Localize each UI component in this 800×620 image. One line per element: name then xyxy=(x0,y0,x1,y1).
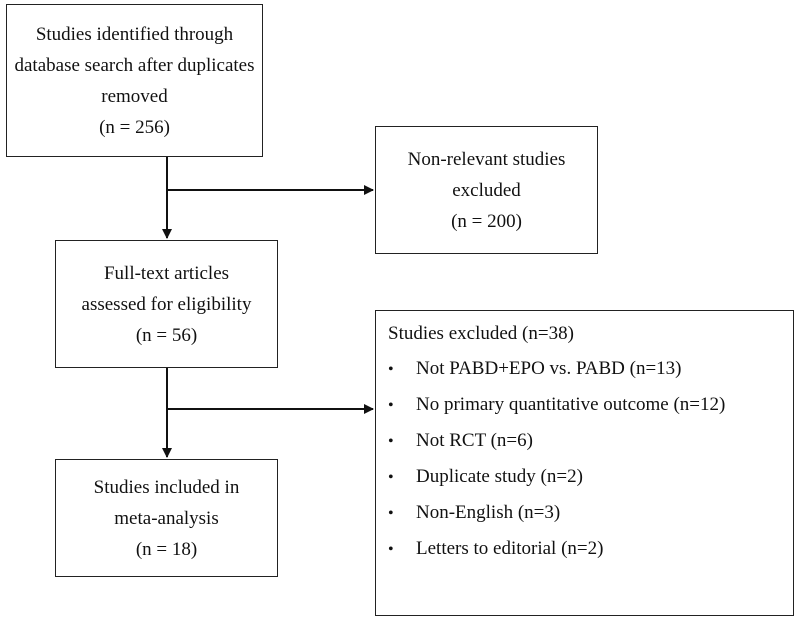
bullet-icon: • xyxy=(388,505,394,522)
exclusion-reason-text: Not RCT (n=6) xyxy=(416,430,533,451)
identified-line-1: Studies identified through xyxy=(35,23,234,45)
included-line-1: Studies included in xyxy=(93,476,240,498)
exclusion-reasons-list: • Not PABD+EPO vs. PABD (n=13) • No primar… xyxy=(388,355,725,571)
fulltext-line-1: Full-text articles xyxy=(103,262,230,284)
exclusion-reason-item: • Not RCT (n=6) xyxy=(388,427,725,456)
exclusion-reason-text: Non-English (n=3) xyxy=(416,502,561,523)
identified-studies-box: Studies identified through database sear… xyxy=(6,4,263,157)
excluded-title: Studies excluded (n=38) xyxy=(388,323,574,344)
fulltext-count: (n = 56) xyxy=(135,324,198,346)
exclusion-reason-item: • Duplicate study (n=2) xyxy=(388,463,725,492)
exclusion-reason-text: Not PABD+EPO vs. PABD (n=13) xyxy=(416,358,682,379)
nonrelevant-line-1: Non-relevant studies xyxy=(407,148,566,170)
bullet-icon: • xyxy=(388,397,394,414)
exclusion-reason-text: No primary quantitative outcome (n=12) xyxy=(416,394,726,415)
nonrelevant-excluded-box: Non-relevant studies excluded (n = 200) xyxy=(375,126,598,254)
fulltext-line-2: assessed for eligibility xyxy=(81,293,252,315)
studies-excluded-box: Studies excluded (n=38) • Not PABD+EPO vs… xyxy=(375,310,794,616)
bullet-icon: • xyxy=(388,469,394,486)
bullet-icon: • xyxy=(388,361,394,378)
identified-line-3: removed xyxy=(101,85,168,107)
exclusion-reason-text: Duplicate study (n=2) xyxy=(416,466,583,487)
included-line-2: meta-analysis xyxy=(114,507,219,529)
exclusion-reason-item: • Non-English (n=3) xyxy=(388,499,725,528)
bullet-icon: • xyxy=(388,541,394,558)
bullet-icon: • xyxy=(388,433,394,450)
nonrelevant-count: (n = 200) xyxy=(451,210,522,232)
nonrelevant-line-2: excluded xyxy=(452,179,521,201)
included-studies-box: Studies included in meta-analysis (n = 1… xyxy=(55,459,278,577)
exclusion-reason-item: • No primary quantitative outcome (n=12) xyxy=(388,391,725,420)
exclusion-reason-item: • Letters to editorial (n=2) xyxy=(388,535,725,564)
identified-count: (n = 256) xyxy=(99,116,170,138)
included-count: (n = 18) xyxy=(135,538,198,560)
identified-line-2: database search after duplicates xyxy=(14,54,255,76)
exclusion-reason-item: • Not PABD+EPO vs. PABD (n=13) xyxy=(388,355,725,384)
fulltext-assessed-box: Full-text articles assessed for eligibil… xyxy=(55,240,278,368)
exclusion-reason-text: Letters to editorial (n=2) xyxy=(416,538,604,559)
